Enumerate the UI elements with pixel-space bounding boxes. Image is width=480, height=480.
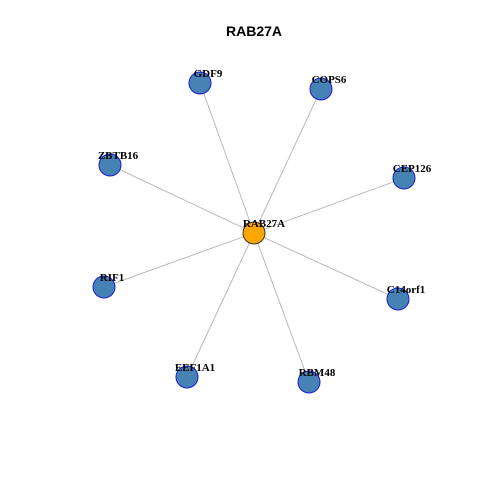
node-circle — [175, 365, 199, 389]
node-circle — [386, 287, 410, 311]
node-label: EEF1A1 — [175, 362, 215, 374]
node-circle — [392, 166, 416, 190]
edge-rab27a-gdf9 — [199, 82, 255, 234]
edge-rab27a-rbm48 — [253, 232, 310, 383]
diagram-title: RAB27A — [226, 23, 282, 39]
edge-rab27a-rif1 — [103, 232, 255, 288]
node-label: ZBTB16 — [98, 150, 139, 162]
node-circle — [297, 370, 321, 394]
edge-rab27a-c14orf1 — [253, 232, 399, 300]
edge-layer — [103, 82, 405, 383]
node-eef1a1: EEF1A1 — [175, 362, 215, 389]
node-rif1: RIF1 — [92, 272, 124, 299]
node-circle — [242, 221, 266, 245]
node-rab27a: RAB27A — [242, 218, 285, 245]
node-rbm48: RBM48 — [297, 367, 336, 394]
node-circle — [309, 77, 333, 101]
node-cep126: CEP126 — [392, 163, 432, 190]
node-label: RIF1 — [100, 272, 124, 284]
edge-rab27a-eef1a1 — [186, 232, 255, 378]
node-label: COPS6 — [312, 74, 347, 86]
edge-rab27a-cep126 — [253, 177, 405, 234]
node-gdf9: GDF9 — [188, 68, 223, 95]
edge-rab27a-zbtb16 — [109, 164, 255, 234]
node-label: CEP126 — [393, 163, 432, 175]
node-circle — [98, 153, 122, 177]
node-zbtb16: ZBTB16 — [98, 150, 139, 177]
node-circle — [188, 71, 212, 95]
node-label: GDF9 — [194, 68, 223, 80]
node-label: RAB27A — [243, 218, 285, 230]
node-label: RBM48 — [299, 367, 336, 379]
node-circle — [92, 275, 116, 299]
edge-rab27a-cops6 — [253, 88, 322, 234]
node-c14orf1: C14orf1 — [386, 284, 426, 311]
node-cops6: COPS6 — [309, 74, 347, 101]
node-label: C14orf1 — [387, 284, 426, 296]
